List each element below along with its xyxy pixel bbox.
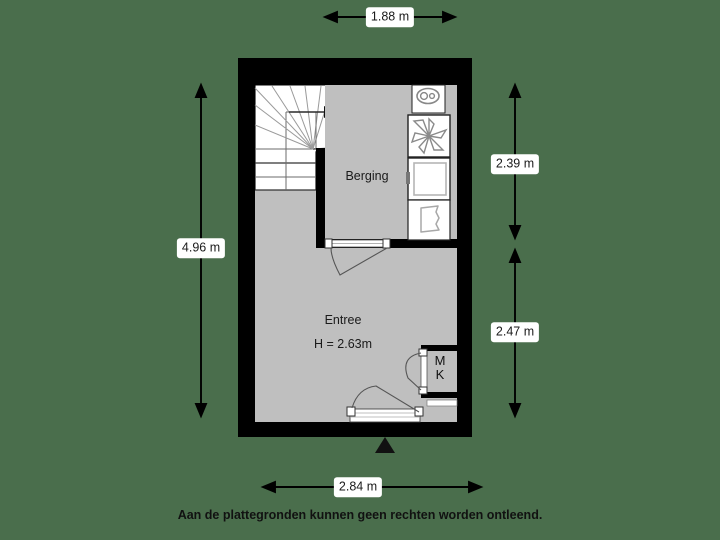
dimension-label-right-top: 2.39 m bbox=[490, 154, 540, 174]
dimension-label-bottom-width: 2.84 m bbox=[333, 477, 383, 497]
dimension-label-right-bottom: 2.47 m bbox=[490, 322, 540, 342]
room-height-note-entree: H = 2.63m bbox=[313, 337, 373, 351]
toilet-icon bbox=[407, 199, 451, 241]
dimension-label-top-width: 1.88 m bbox=[365, 7, 415, 27]
room-label-berging: Berging bbox=[345, 169, 389, 183]
meterkast bbox=[405, 348, 458, 407]
berging-door[interactable] bbox=[324, 238, 391, 276]
shower-icon bbox=[406, 157, 451, 201]
washing-machine-icon bbox=[411, 84, 446, 114]
entrance-triangle-icon bbox=[375, 437, 395, 453]
staircase-icon bbox=[254, 84, 342, 191]
dimension-label-left-height: 4.96 m bbox=[176, 238, 226, 258]
fixture-column bbox=[406, 84, 451, 241]
room-label-meterkast: M K bbox=[434, 353, 446, 382]
room-label-entree: Entree bbox=[324, 313, 362, 327]
fan-icon bbox=[407, 114, 451, 158]
disclaimer-caption: Aan de plattegronden kunnen geen rechten… bbox=[177, 508, 543, 522]
front-door[interactable] bbox=[346, 385, 424, 423]
